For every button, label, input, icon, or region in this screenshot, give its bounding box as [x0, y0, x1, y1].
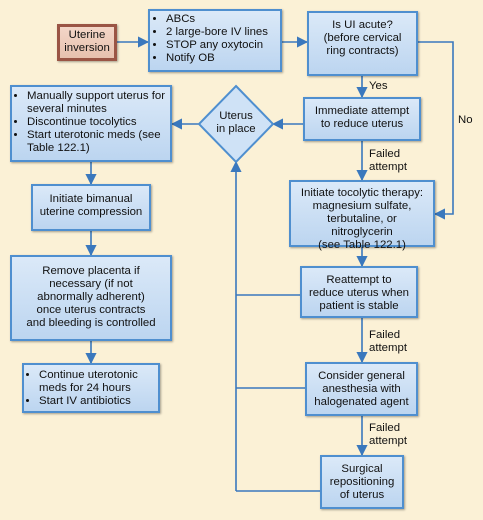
uterine-inversion-box: Uterine inversion: [57, 24, 117, 61]
list-item: Notify OB: [166, 52, 276, 65]
list-item: ABCs: [166, 13, 276, 26]
failed-attempt-label-2: Failed attempt: [369, 329, 407, 354]
failed-attempt-label-3: Failed attempt: [369, 422, 407, 447]
list-item: Continue uterotonic meds for 24 hours: [39, 369, 154, 395]
reattempt-box: Reattempt to reduce uterus when patient …: [300, 266, 418, 318]
manual-support-box: Manually support uterus for several minu…: [10, 85, 172, 162]
list-item: Start IV antibiotics: [39, 395, 154, 408]
no-label: No: [458, 114, 473, 126]
list-item: 2 large-bore IV lines: [166, 26, 276, 39]
list-item: STOP any oxytocin: [166, 39, 276, 52]
tocolytic-therapy-box: Initiate tocolytic therapy: magnesium su…: [289, 180, 435, 251]
remove-placenta-box: Remove placenta if necessary (if not abn…: [10, 255, 172, 341]
list-item: Discontinue tocolytics: [27, 116, 166, 129]
list-item: Manually support uterus for several minu…: [27, 90, 166, 116]
bimanual-compression-box: Initiate bimanual uterine compression: [31, 184, 151, 231]
list-item: Start uterotonic meds (see Table 122.1): [27, 129, 166, 155]
immediate-attempt-box: Immediate attempt to reduce uterus: [303, 97, 421, 141]
uterus-in-place-label: Uterus in place: [216, 110, 256, 135]
manual-support-list: Manually support uterus for several minu…: [16, 90, 166, 155]
is-acute-box: Is UI acute? (before cervical ring contr…: [307, 11, 418, 76]
continue-meds-list: Continue uterotonic meds for 24 hours St…: [28, 369, 154, 408]
initial-steps-box: ABCs 2 large-bore IV lines STOP any oxyt…: [148, 9, 282, 72]
failed-attempt-label-1: Failed attempt: [369, 148, 407, 173]
uterus-in-place-diamond: [197, 84, 275, 164]
anesthesia-box: Consider general anesthesia with halogen…: [305, 362, 418, 416]
arrow-acute-no: [418, 41, 454, 220]
surgical-repositioning-box: Surgical repositioning of uterus: [320, 455, 404, 509]
initial-steps-list: ABCs 2 large-bore IV lines STOP any oxyt…: [154, 13, 276, 65]
yes-label: Yes: [369, 80, 388, 92]
continue-meds-box: Continue uterotonic meds for 24 hours St…: [22, 363, 160, 413]
